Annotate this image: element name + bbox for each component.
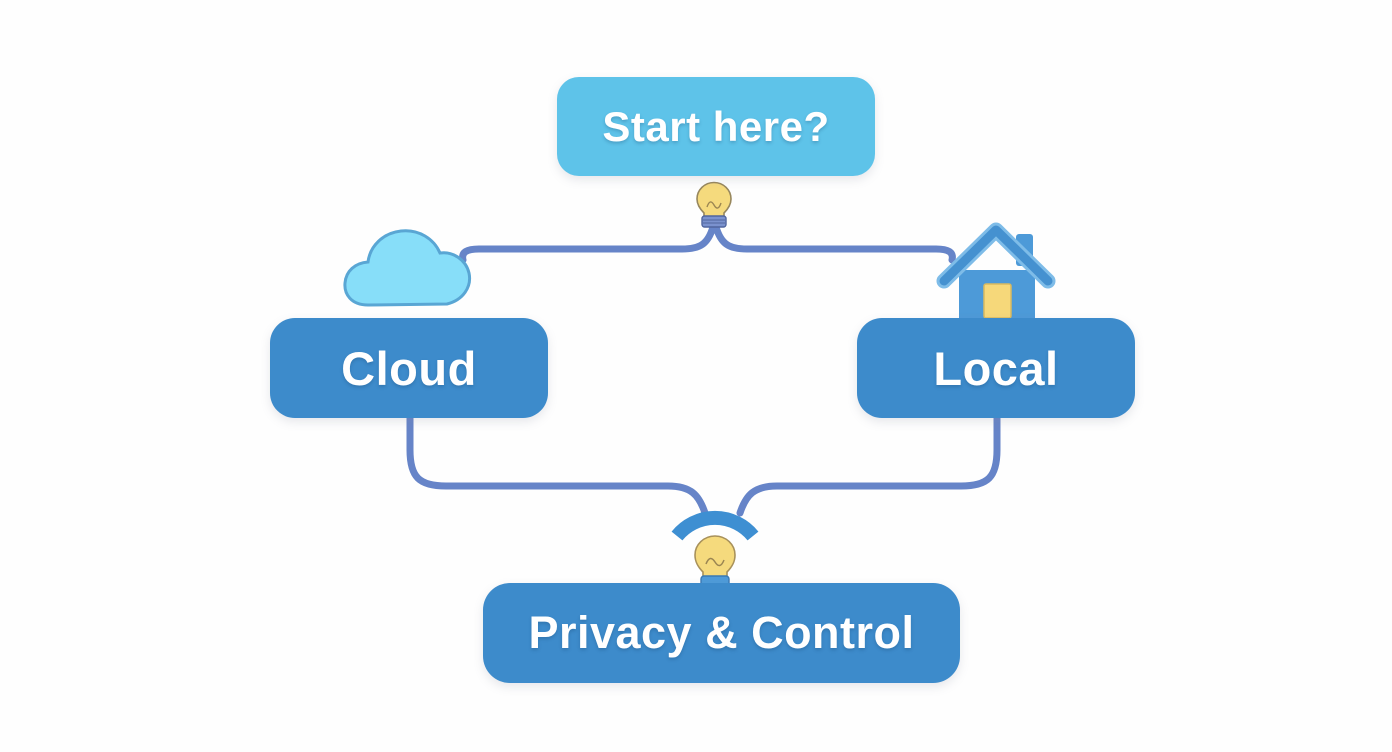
house-roof (939, 225, 1053, 286)
house-icon (936, 222, 1056, 319)
cloud-icon (343, 229, 472, 307)
bulb-filament (705, 557, 725, 567)
edge-local-privacy (736, 414, 1001, 517)
bulb-base-lines (703, 219, 725, 224)
node-local: Local (857, 318, 1135, 418)
node-start-here: Start here? (557, 77, 875, 176)
edge-start-cloud (459, 223, 717, 264)
lightbulb-icon (696, 181, 732, 228)
edge-cloud-privacy (406, 414, 709, 517)
house-door (983, 283, 1012, 319)
node-local-label: Local (933, 341, 1059, 395)
node-privacy-label: Privacy & Control (528, 607, 915, 658)
bulb-filament (706, 201, 722, 209)
node-cloud: Cloud (270, 318, 548, 418)
bulb-base (701, 215, 727, 228)
edge-start-local (712, 223, 956, 264)
bulb-glass (694, 535, 736, 579)
cloud-shape (343, 229, 472, 307)
node-start-label: Start here? (602, 102, 830, 150)
node-cloud-label: Cloud (341, 341, 477, 395)
wifi-lightbulb-icon (671, 511, 759, 588)
wifi-arc (671, 511, 759, 541)
bulb-glass (696, 181, 732, 219)
node-privacy-control: Privacy & Control (483, 583, 960, 683)
connector-lines (406, 223, 1001, 517)
